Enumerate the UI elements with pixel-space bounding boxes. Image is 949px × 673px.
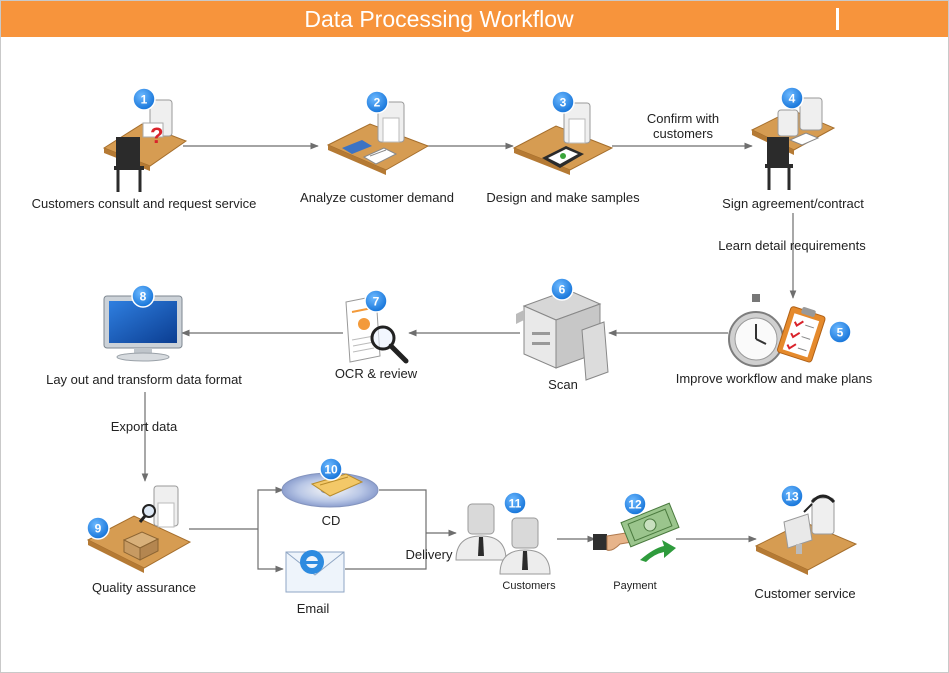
badge-3: 3	[551, 90, 575, 114]
step-10-label: CD	[321, 513, 341, 528]
connectors	[141, 142, 797, 573]
connector-split-email	[257, 529, 284, 573]
svg-text:2: 2	[374, 96, 381, 110]
page-title: Data Processing Workflow	[304, 6, 574, 32]
step-6-label: Scan	[548, 377, 578, 392]
svg-text:9: 9	[95, 522, 102, 536]
svg-text:4: 4	[789, 92, 796, 106]
delivery-label: Delivery	[405, 547, 453, 562]
step-2-label: Analyze customer demand	[300, 190, 454, 205]
quality-inspection-icon	[86, 485, 192, 573]
step-12-label: Payment	[613, 580, 657, 592]
customers-icon	[455, 503, 551, 575]
svg-text:12: 12	[628, 498, 642, 512]
design-desk-icon	[512, 102, 614, 175]
svg-text:3: 3	[560, 96, 567, 110]
step-9-label: Quality assurance	[91, 580, 197, 595]
badge-13: 13	[780, 484, 804, 508]
stopwatch-clipboard-icon	[728, 294, 826, 367]
badge-11: 11	[503, 491, 527, 515]
step-8-label: Lay out and transform data format	[46, 372, 242, 387]
badge-12: 12	[623, 492, 647, 516]
step-13-label: Customer service	[754, 586, 856, 601]
badge-7: 7	[364, 289, 388, 313]
badge-4: 4	[780, 86, 804, 110]
scanner-icon	[516, 289, 609, 381]
svg-text:7: 7	[373, 295, 380, 309]
svg-text:6: 6	[559, 283, 566, 297]
svg-text:5: 5	[837, 326, 844, 340]
analysis-desk-icon	[326, 101, 430, 175]
step-3-label: Design and make samples	[486, 190, 640, 205]
step-5-label: Improve workflow and make plans	[675, 371, 873, 386]
badge-9: 9	[86, 516, 110, 540]
contract-desk-icon	[750, 97, 836, 190]
email-envelope-icon	[285, 550, 345, 593]
badge-2: 2	[365, 90, 389, 114]
step-1-label: Customers consult and request service	[31, 196, 257, 211]
step-badges: 1 2 3 4 5 6 7 8 9 10 11 12 13	[86, 86, 852, 540]
svg-text:1: 1	[141, 93, 148, 107]
ocr-magnifier-icon	[345, 295, 409, 364]
consultation-icon: ?	[102, 99, 188, 192]
monitor-icon	[103, 295, 183, 362]
title-bar: Data Processing Workflow	[1, 1, 948, 37]
title-marker	[836, 8, 839, 30]
learn-requirements-label: Learn detail requirements	[718, 238, 866, 253]
svg-text:?: ?	[150, 123, 163, 148]
svg-text:13: 13	[785, 490, 799, 504]
step-11-label: Customers	[502, 580, 556, 592]
connector-split-cd	[257, 486, 284, 529]
svg-text:11: 11	[509, 497, 522, 511]
badge-6: 6	[550, 277, 574, 301]
export-data-label: Export data	[110, 419, 178, 434]
svg-text:10: 10	[324, 463, 338, 477]
confirm-customers-label: Confirm with customers	[646, 111, 720, 141]
connector-email-delivery	[345, 529, 427, 570]
step-7-label: OCR & review	[334, 366, 418, 381]
connector-cd-delivery	[379, 489, 427, 529]
email-label: Email	[296, 601, 330, 616]
payment-icon	[593, 502, 680, 562]
badge-10: 10	[319, 457, 343, 481]
cd-icon	[281, 472, 379, 508]
headset-agent-icon	[754, 494, 858, 575]
badge-1: 1	[132, 87, 156, 111]
badge-8: 8	[131, 284, 155, 308]
svg-text:8: 8	[140, 290, 147, 304]
step-4-label: Sign agreement/contract	[722, 196, 864, 211]
badge-5: 5	[828, 320, 852, 344]
